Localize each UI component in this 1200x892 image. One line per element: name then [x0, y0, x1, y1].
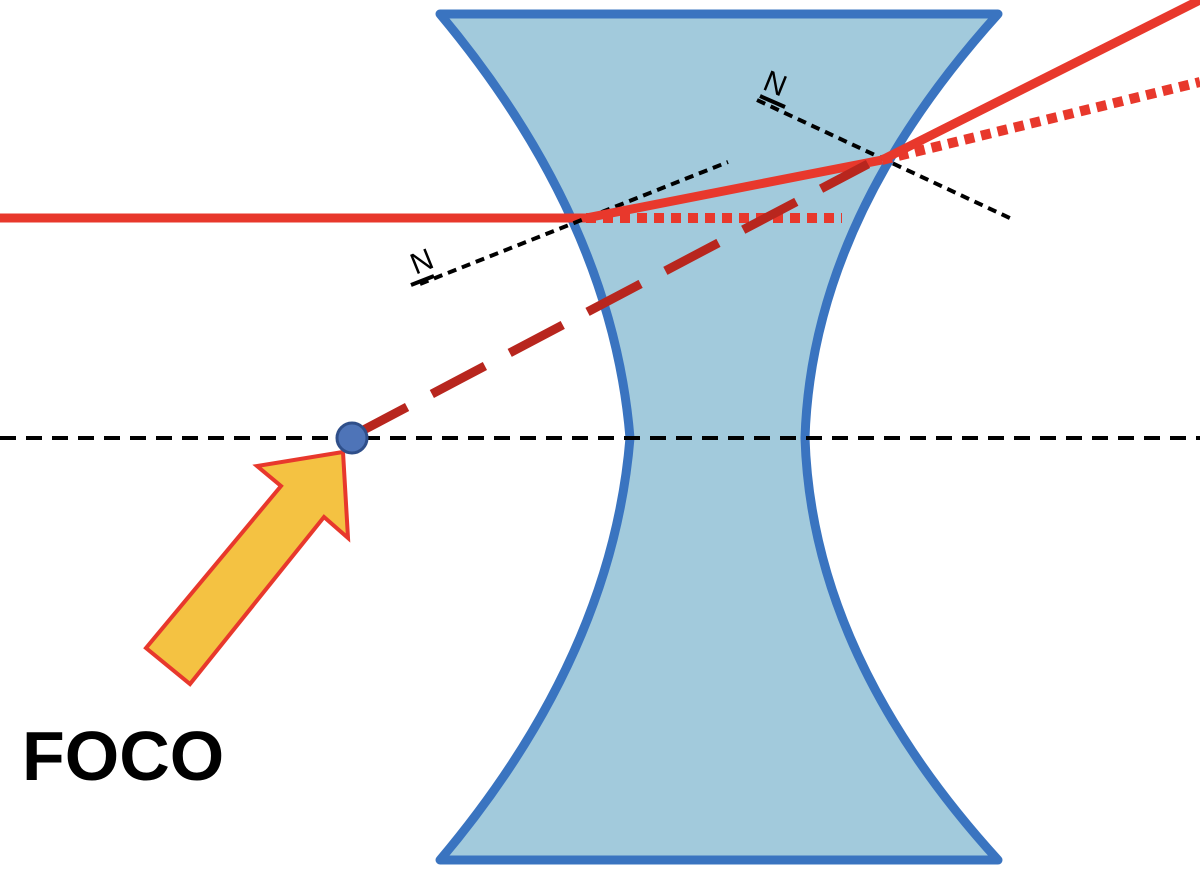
emergent-ray — [879, 0, 1200, 165]
focal-point-dot — [335, 421, 369, 455]
normal-line-1 — [419, 160, 729, 286]
arrow-pointer-icon — [143, 449, 351, 687]
concave-lens — [435, 9, 1003, 865]
virtual-ray-extension — [351, 160, 871, 439]
refracted-ray-inside — [585, 155, 883, 223]
focus-label: FOCO — [22, 717, 224, 795]
normal-label-2-bar — [759, 94, 786, 109]
normal-label-1-bar — [410, 274, 435, 287]
undeviated-ray-outside — [880, 77, 1200, 165]
